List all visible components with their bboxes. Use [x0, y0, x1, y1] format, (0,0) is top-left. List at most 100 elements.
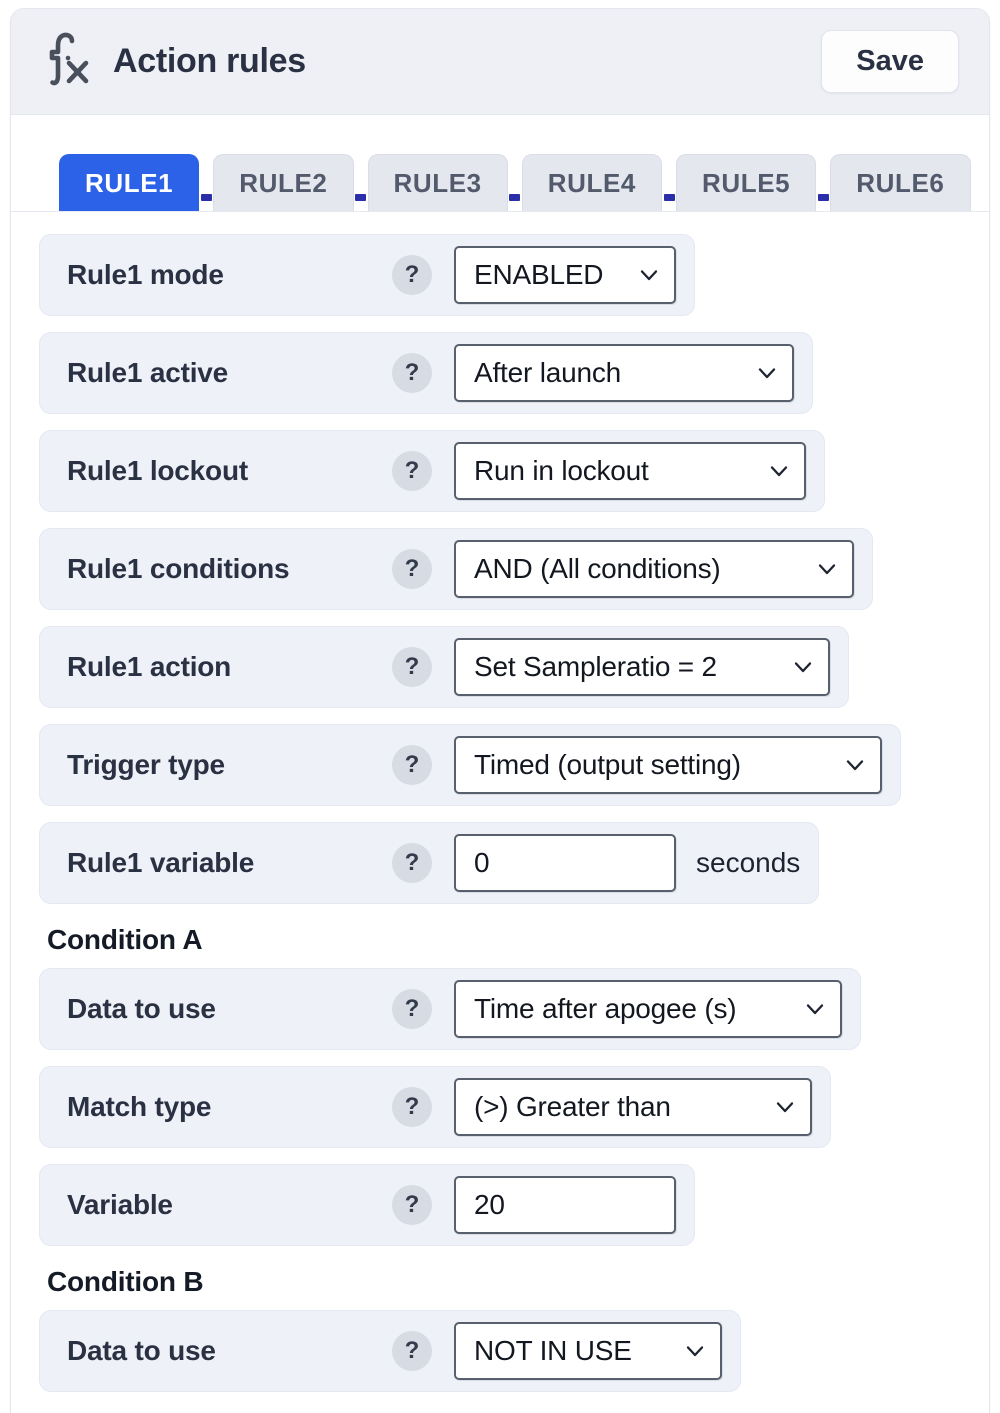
help-icon[interactable]: ?: [392, 255, 432, 295]
input-value: 20: [474, 1189, 505, 1220]
tab-rule2[interactable]: RULE2: [213, 154, 354, 211]
input-variable[interactable]: 20: [454, 1176, 676, 1234]
form-row-rule1-action: Rule1 action? Set Sampleratio = 2: [39, 626, 849, 708]
row-wrapper: Data to use? Time after apogee (s): [11, 968, 989, 1066]
fx-icon: [45, 31, 97, 93]
tab-label: RULE4: [547, 167, 636, 198]
row-label: Variable: [67, 1189, 173, 1220]
help-icon[interactable]: ?: [392, 1087, 432, 1127]
chevron-down-icon: [756, 362, 778, 384]
tab-label: RULE2: [239, 167, 328, 198]
form-row-rule1-conditions: Rule1 conditions? AND (All conditions): [39, 528, 873, 610]
row-label: Data to use: [67, 1335, 216, 1366]
select-rule1-conditions[interactable]: AND (All conditions): [454, 540, 854, 598]
chevron-down-icon: [792, 656, 814, 678]
tab-rule1[interactable]: RULE1: [59, 154, 200, 211]
row-label: Rule1 mode: [67, 259, 224, 290]
select-rule1-active[interactable]: After launch: [454, 344, 794, 402]
help-icon[interactable]: ?: [392, 989, 432, 1029]
row-label: Rule1 lockout: [67, 455, 248, 486]
select-data-to-use[interactable]: Time after apogee (s): [454, 980, 842, 1038]
tab-rule4[interactable]: RULE4: [521, 154, 662, 211]
row-wrapper: Rule1 variable? 0 seconds: [11, 822, 989, 920]
help-icon[interactable]: ?: [392, 1185, 432, 1225]
row-wrapper: Rule1 action? Set Sampleratio = 2: [11, 626, 989, 724]
tab-separator-dash: [508, 154, 522, 211]
tab-separator-dash: [816, 154, 830, 211]
row-label: Rule1 conditions: [67, 553, 290, 584]
tab-label: RULE1: [85, 167, 174, 198]
form-row-data-to-use: Data to use? Time after apogee (s): [39, 968, 861, 1050]
help-icon[interactable]: ?: [392, 843, 432, 883]
select-value: ENABLED: [474, 259, 604, 290]
row-wrapper: Data to use? NOT IN USE: [11, 1310, 989, 1408]
condition-b-heading: Condition B: [47, 1266, 204, 1297]
tab-rule3[interactable]: RULE3: [367, 154, 508, 211]
condition-a-heading: Condition A: [47, 924, 203, 955]
form-row-rule1-active: Rule1 active? After launch: [39, 332, 813, 414]
chevron-down-icon: [844, 754, 866, 776]
form-row-match-type: Match type?(>) Greater than: [39, 1066, 831, 1148]
select-value: Timed (output setting): [474, 749, 741, 780]
select-value: Set Sampleratio = 2: [474, 651, 717, 682]
unit-label: seconds: [696, 847, 801, 878]
form-row-data-to-use: Data to use? NOT IN USE: [39, 1310, 741, 1392]
help-icon[interactable]: ?: [392, 549, 432, 589]
card-header: Action rules Save: [11, 9, 989, 115]
row-wrapper: Rule1 conditions? AND (All conditions): [11, 528, 989, 626]
input-value: 0: [474, 847, 490, 878]
row-label: Data to use: [67, 993, 216, 1024]
tab-separator-dash: [662, 154, 676, 211]
row-label: Rule1 variable: [67, 847, 255, 878]
tab-separator-dash: [199, 154, 213, 211]
select-trigger-type[interactable]: Timed (output setting): [454, 736, 882, 794]
tab-label: RULE3: [393, 167, 482, 198]
tab-rule5[interactable]: RULE5: [676, 154, 817, 211]
help-icon[interactable]: ?: [392, 647, 432, 687]
select-rule1-action[interactable]: Set Sampleratio = 2: [454, 638, 830, 696]
chevron-down-icon: [774, 1096, 796, 1118]
save-button[interactable]: Save: [821, 30, 959, 93]
row-label: Trigger type: [67, 749, 225, 780]
select-value: Time after apogee (s): [474, 993, 737, 1024]
select-rule1-lockout[interactable]: Run in lockout: [454, 442, 806, 500]
chevron-down-icon: [816, 558, 838, 580]
rules-form: Rule1 mode? ENABLED Rule1 active? After lau…: [11, 212, 989, 1408]
tab-rule6[interactable]: RULE6: [830, 154, 971, 211]
condition-a-rows-group: Data to use?Time after apogee (s)Match t…: [11, 968, 989, 1262]
select-value: After launch: [474, 357, 622, 388]
chevron-down-icon: [804, 998, 826, 1020]
select-value: Run in lockout: [474, 455, 649, 486]
row-wrapper: Rule1 active? After launch: [11, 332, 989, 430]
form-row-rule1-mode: Rule1 mode? ENABLED: [39, 234, 695, 316]
select-match-type[interactable]: (>) Greater than: [454, 1078, 812, 1136]
row-label: Rule1 active: [67, 357, 229, 388]
row-wrapper: Trigger type? Timed (output setting): [11, 724, 989, 822]
chevron-down-icon: [684, 1340, 706, 1362]
row-label: Rule1 action: [67, 651, 232, 682]
select-value: AND (All conditions): [474, 553, 721, 584]
help-icon[interactable]: ?: [392, 1331, 432, 1371]
select-data-to-use[interactable]: NOT IN USE: [454, 1322, 722, 1380]
input-rule1-variable[interactable]: 0: [454, 834, 676, 892]
row-wrapper: Rule1 mode? ENABLED: [11, 234, 989, 332]
tab-label: RULE5: [702, 167, 791, 198]
select-rule1-mode[interactable]: ENABLED: [454, 246, 676, 304]
rule-tabs: RULE1 RULE2 RULE3 RULE4 RULE5 RULE6: [11, 115, 989, 212]
chevron-down-icon: [768, 460, 790, 482]
tab-label: RULE6: [856, 167, 945, 198]
help-icon[interactable]: ?: [392, 745, 432, 785]
chevron-down-icon: [638, 264, 660, 286]
form-row-trigger-type: Trigger type? Timed (output setting): [39, 724, 901, 806]
row-wrapper: Rule1 lockout? Run in lockout: [11, 430, 989, 528]
help-icon[interactable]: ?: [392, 353, 432, 393]
form-row-variable: Variable? 20: [39, 1164, 695, 1246]
row-wrapper: Variable? 20: [11, 1164, 989, 1262]
form-row-rule1-lockout: Rule1 lockout? Run in lockout: [39, 430, 825, 512]
main-rows-group: Rule1 mode? ENABLED Rule1 active? After lau…: [11, 234, 989, 920]
select-value: NOT IN USE: [474, 1335, 632, 1366]
help-icon[interactable]: ?: [392, 451, 432, 491]
row-wrapper: Match type?(>) Greater than: [11, 1066, 989, 1164]
page-title: Action rules: [113, 42, 306, 80]
